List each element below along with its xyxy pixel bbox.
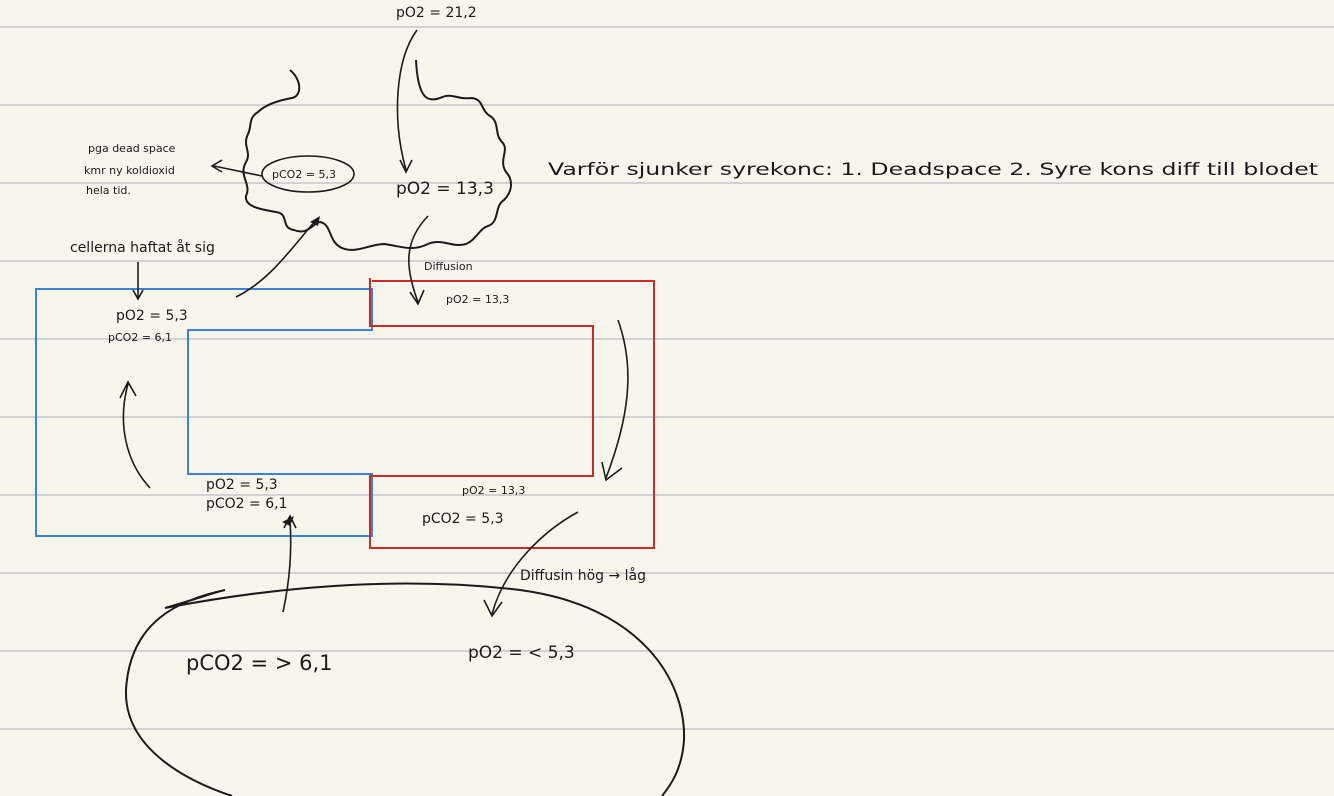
diffusion-bottom-label: Diffusin hög → låg: [520, 567, 646, 584]
cells-note: cellerna haftat åt sig: [70, 239, 215, 256]
inspired-po2-label: pO2 = 21,2: [396, 5, 477, 21]
question-note: Varför sjunker syrekonc: 1. Deadspace 2.…: [548, 160, 1318, 180]
alveolar-po2-label: pO2 = 13,3: [396, 179, 494, 199]
red-bottom-po2-label: pO2 = 13,3: [462, 484, 525, 497]
dead-space-note-line-3: hela tid.: [86, 184, 131, 197]
dead-space-note-line-1: pga dead space: [88, 142, 176, 155]
red-top-po2-label: pO2 = 13,3: [446, 293, 509, 306]
diffusion-top-label: Diffusion: [424, 260, 473, 273]
tissue-po2-label: pO2 = < 5,3: [468, 643, 575, 663]
red-bottom-pco2-label: pCO2 = 5,3: [422, 511, 503, 527]
blue-bottom-pco2-label: pCO2 = 6,1: [206, 496, 287, 512]
dead-space-note-line-2: kmr ny koldioxid: [84, 164, 175, 177]
alveolar-pco2-label: pCO2 = 5,3: [272, 168, 336, 181]
blue-left-pco2-label: pCO2 = 6,1: [108, 331, 172, 344]
blue-left-po2-label: pO2 = 5,3: [116, 308, 188, 324]
tissue-pco2-label: pCO2 = > 6,1: [186, 651, 333, 675]
blue-bottom-po2-label: pO2 = 5,3: [206, 477, 278, 493]
